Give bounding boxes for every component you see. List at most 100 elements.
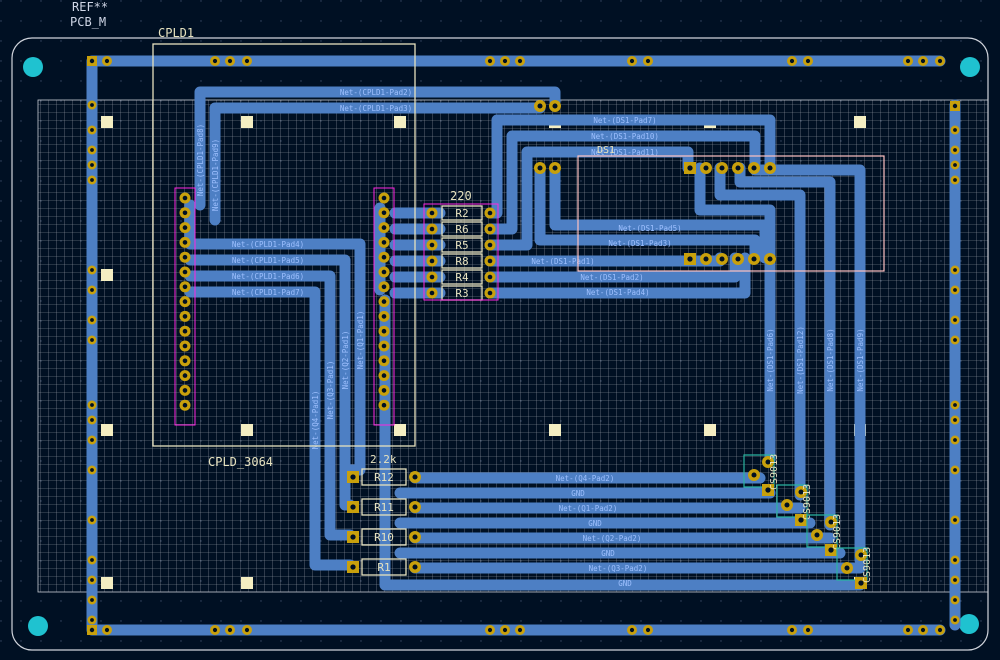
drill-hole xyxy=(552,103,558,109)
drill-hole xyxy=(844,565,850,571)
net-label: Net-(DS1-Pad11) xyxy=(591,148,659,157)
resistor-array-courtyard xyxy=(423,203,499,301)
net-label: GND xyxy=(571,489,585,498)
drill-hole xyxy=(937,58,943,64)
drill-hole xyxy=(90,558,94,562)
resistor-body[interactable] xyxy=(361,558,407,576)
resistor-body[interactable] xyxy=(361,528,407,546)
mounting-holes[interactable] xyxy=(23,57,980,636)
net-label: Net-(Q2-Pad1) xyxy=(341,331,350,390)
mounting-hole-icon[interactable] xyxy=(960,57,980,77)
drill-hole xyxy=(828,547,834,553)
net-label: Net-(CPLD1-Pad9) xyxy=(211,139,220,211)
drill-hole xyxy=(429,290,435,296)
drill-hole xyxy=(90,418,94,422)
drill-hole xyxy=(953,518,957,522)
drill-hole xyxy=(90,288,94,292)
trace-cpld-pad6 xyxy=(184,270,356,541)
drill-hole xyxy=(629,58,635,64)
drill-hole xyxy=(517,58,523,64)
drill-hole xyxy=(412,564,418,570)
net-label: Net-(CPLD1-Pad5) xyxy=(232,256,304,265)
net-label: GND xyxy=(588,519,602,528)
drill-hole xyxy=(381,343,387,349)
drill-hole xyxy=(90,178,94,182)
resistor-body[interactable] xyxy=(441,221,483,237)
cpld-pin-headers[interactable] xyxy=(174,187,395,426)
drill-hole xyxy=(350,504,356,510)
resistor-body[interactable] xyxy=(441,237,483,253)
resistor-body[interactable] xyxy=(361,498,407,516)
mounting-hole-icon[interactable] xyxy=(28,616,48,636)
net-label: Net-(Q2-Pad2) xyxy=(583,534,642,543)
drill-hole xyxy=(905,627,911,633)
drill-hole xyxy=(227,58,233,64)
transistor-value-label: CS9013 xyxy=(862,547,873,583)
net-label: Net-(DS1-Pad10) xyxy=(591,132,659,141)
drill-hole xyxy=(798,489,804,495)
test-point-pad[interactable] xyxy=(394,424,406,436)
test-point-pad[interactable] xyxy=(549,424,561,436)
drill-hole xyxy=(90,518,94,522)
footprint-ref-text: REF** xyxy=(72,0,108,14)
ds1-fab-outline[interactable] xyxy=(577,155,885,272)
drill-hole xyxy=(687,256,693,262)
drill-hole xyxy=(350,564,356,570)
drill-hole xyxy=(381,210,387,216)
drill-hole xyxy=(412,504,418,510)
resistor-ref-label: R3 xyxy=(455,287,468,300)
test-point-pad[interactable] xyxy=(101,577,113,589)
net-label: Net-(DS1-Pad3) xyxy=(608,239,671,248)
net-label: GND xyxy=(618,579,632,588)
drill-hole xyxy=(953,468,957,472)
test-point-pad[interactable] xyxy=(101,424,113,436)
test-point-pad[interactable] xyxy=(241,577,253,589)
net-label: Net-(DS1-Pad4) xyxy=(586,288,649,297)
drill-hole xyxy=(381,358,387,364)
test-point-pad[interactable] xyxy=(241,116,253,128)
drill-hole xyxy=(487,58,493,64)
net-label: GND xyxy=(601,549,615,558)
drill-hole xyxy=(502,627,508,633)
net-label: Net-(CPLD1-Pad3) xyxy=(340,104,412,113)
drill-hole xyxy=(182,284,188,290)
ds1-pins[interactable] xyxy=(534,100,776,265)
drill-hole xyxy=(687,165,693,171)
test-point-pad[interactable] xyxy=(101,116,113,128)
test-point-pad[interactable] xyxy=(241,424,253,436)
drill-hole xyxy=(90,268,94,272)
net-label: Net-(CPLD1-Pad7) xyxy=(232,288,304,297)
test-point-pad[interactable] xyxy=(394,116,406,128)
drill-hole xyxy=(182,328,188,334)
resistor-body[interactable] xyxy=(441,269,483,285)
edge-pads[interactable] xyxy=(87,56,960,635)
resistor-body[interactable] xyxy=(361,468,407,486)
trace-ds1-pad10 xyxy=(484,130,761,235)
resistor-body[interactable] xyxy=(441,253,483,269)
resistor-ref-label: R8 xyxy=(455,255,468,268)
drill-hole xyxy=(645,58,651,64)
cpld-silkscreen-outline[interactable] xyxy=(152,43,416,447)
drill-hole xyxy=(953,128,957,132)
net-label: Net-(DS1-Pad8) xyxy=(826,328,835,391)
mounting-hole-icon[interactable] xyxy=(23,57,43,77)
test-point-pad[interactable] xyxy=(101,269,113,281)
drill-hole xyxy=(381,269,387,275)
drill-hole xyxy=(487,210,493,216)
drill-hole xyxy=(90,103,94,107)
drill-hole xyxy=(182,269,188,275)
test-point-pad[interactable] xyxy=(704,424,716,436)
drill-hole xyxy=(182,402,188,408)
mounting-hole-icon[interactable] xyxy=(959,614,979,634)
drill-hole xyxy=(212,58,218,64)
resistor-body[interactable] xyxy=(441,205,483,221)
drill-hole xyxy=(244,627,250,633)
copper-traces[interactable] xyxy=(86,55,961,636)
footprint-value-text: PCB_M xyxy=(70,15,106,29)
drill-hole xyxy=(381,388,387,393)
test-point-pad[interactable] xyxy=(854,116,866,128)
